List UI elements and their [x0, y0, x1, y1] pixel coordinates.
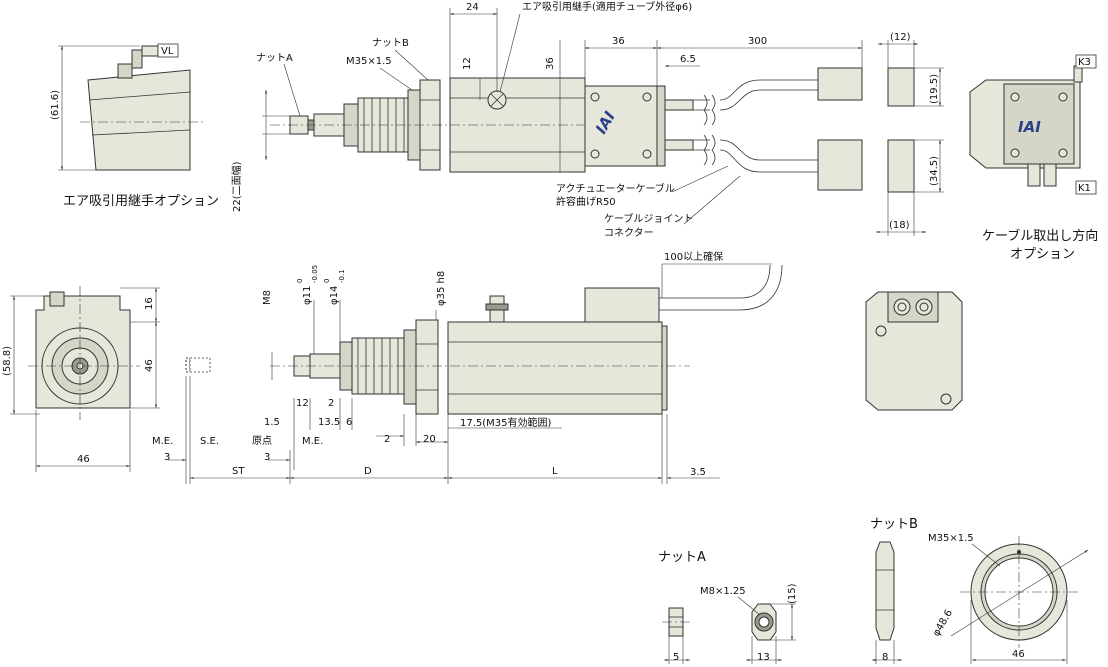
iai-logo-option: IAI [1018, 118, 1041, 136]
label-se: S.E. [200, 436, 219, 447]
rear-screw-icon [875, 325, 887, 337]
dim-18: (18) [889, 220, 910, 231]
callout-cable-bend-1: アクチュエーターケーブル [556, 182, 675, 195]
dim-3-5: 3.5 [690, 467, 706, 478]
caption-air-fitting-option: エア吸引用継手オプション [63, 194, 219, 209]
dim-36-vert: 36 [545, 57, 556, 70]
dim-st: ST [232, 466, 245, 477]
dim-5: 5 [673, 652, 679, 663]
nut-b-detail: ナットB 8 M35×1.5 φ48.6 46 [870, 517, 1089, 664]
cable-direction-option-view: IAI K3 K1 ケーブル取出し方向 オプション [969, 54, 1098, 262]
screw-icon [590, 92, 652, 159]
dim-phi35: φ35 h8 [436, 271, 447, 306]
dim-20: 20 [423, 434, 436, 445]
front-view: (58.8) 16 46 46 [2, 286, 160, 472]
dim-phi14: φ14 [329, 286, 340, 305]
tag-vl: VL [161, 46, 174, 57]
dim-61-6: (61.6) [50, 90, 61, 120]
dim-3-a: 3 [164, 452, 170, 463]
callout-cable-joint-2: コネクター [604, 227, 654, 239]
dim-46-nut-b: 46 [1012, 649, 1025, 660]
air-fitting-option-view: VL (61.6) エア吸引用継手オプション [50, 43, 219, 209]
nut-a-detail: ナットA 5 M8×1.25 (15) 13 [658, 550, 798, 664]
dim-phi11: φ11 [302, 286, 313, 305]
dim-12-top: 12 [462, 57, 473, 70]
dim-36-horiz: 36 [612, 36, 625, 47]
callout-nut-b: ナットB [372, 37, 409, 49]
dim-phi11-tol-top: 0 [296, 279, 304, 283]
actuator-cable [664, 67, 915, 193]
dim-300: 300 [748, 36, 767, 47]
callout-thread-m35: M35×1.5 [346, 56, 392, 67]
tag-k1: K1 [1078, 183, 1091, 194]
label-me: M.E. [152, 436, 173, 447]
dim-46-horiz: 46 [77, 454, 90, 465]
dim-46-vert: 46 [144, 359, 155, 372]
dim-13: 13 [757, 652, 770, 663]
dim-58-8: (58.8) [2, 346, 13, 376]
top-side-view: IAI 24 12 36 36 [230, 0, 944, 239]
dim-m35-nut-b: M35×1.5 [928, 533, 974, 544]
callout-air-fitting: エア吸引用継手(適用チューブ外径φ6) [522, 0, 692, 13]
callout-cable-bend-2: 許容曲げR50 [556, 195, 616, 208]
caption-nut-a: ナットA [658, 550, 706, 565]
dim-24: 24 [466, 2, 479, 13]
caption-cable-option-1: ケーブル取出し方向 [982, 228, 1098, 244]
tag-k3: K3 [1078, 57, 1091, 68]
label-origin: 原点 [252, 435, 272, 447]
caption-nut-b: ナットB [870, 517, 918, 532]
dim-16: 16 [144, 297, 155, 310]
callout-effective-range: 17.5(M35有効範囲) [460, 416, 552, 429]
callout-cable-joint-1: ケーブルジョイント [604, 212, 693, 225]
dim-12-paren: (12) [890, 32, 911, 43]
dim-13-5: 13.5 [318, 417, 340, 428]
main-side-view: M8 φ11 0 -0.05 φ14 0 -0.1 φ35 h8 12 2 1.… [152, 250, 783, 484]
dim-phi14-tol-bot: -0.1 [338, 269, 346, 283]
dim-d: D [364, 466, 372, 477]
dim-12-main: 12 [296, 398, 309, 409]
dim-2-b: 2 [384, 434, 390, 445]
callout-nut-a: ナットA [256, 52, 293, 64]
dim-m8-125: M8×1.25 [700, 586, 746, 597]
dim-8: 8 [882, 652, 888, 663]
dim-phi14-tol-top: 0 [323, 279, 331, 283]
dim-34-5: (34.5) [929, 156, 940, 186]
dim-width-across-flats: 22(二面幅) [230, 161, 243, 212]
dim-3-b: 3 [264, 452, 270, 463]
rear-view [865, 291, 963, 411]
dim-2-a: 2 [328, 398, 334, 409]
dim-m8: M8 [262, 290, 273, 305]
dim-phi48-6: φ48.6 [931, 608, 955, 639]
callout-clearance: 100以上確保 [664, 250, 723, 263]
dim-phi11-tol-bot: -0.05 [311, 265, 319, 283]
dim-6-5: 6.5 [680, 54, 696, 65]
caption-cable-option-2: オプション [1010, 247, 1075, 262]
dim-l: L [552, 466, 558, 477]
dim-15: (15) [787, 583, 798, 604]
dim-19-5: (19.5) [929, 74, 940, 104]
label-me-2: M.E. [302, 436, 323, 447]
dim-6: 6 [346, 417, 352, 428]
dim-1-5: 1.5 [264, 417, 280, 428]
